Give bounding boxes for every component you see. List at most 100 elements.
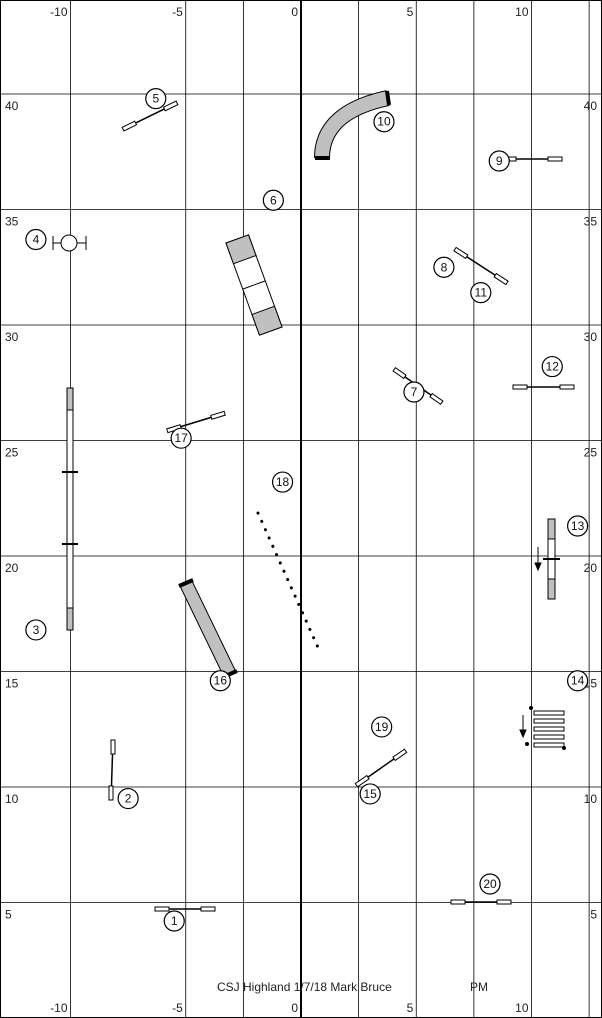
number-circle xyxy=(433,256,455,278)
jump-12 xyxy=(512,384,575,390)
a-frame-6 xyxy=(225,234,283,336)
y-tick-label-left: 10 xyxy=(5,792,19,806)
x-tick-label-bottom: 0 xyxy=(291,1001,298,1015)
y-tick-label-left: 15 xyxy=(5,677,19,691)
jump-20 xyxy=(450,899,512,905)
obstacle-number-9: 9 xyxy=(488,150,510,172)
x-tick-label-bottom: 5 xyxy=(407,1001,414,1015)
footer-class: PM xyxy=(470,980,488,994)
number-circle xyxy=(403,381,425,403)
obstacle-number-19: 19 xyxy=(371,716,393,738)
number-circle xyxy=(271,471,294,493)
number-circle xyxy=(170,427,192,449)
footer-title: CSJ Highland 1/7/18 Mark Bruce xyxy=(217,980,392,994)
obstacle-number-16: 16 xyxy=(209,670,231,692)
number-label: 11 xyxy=(475,286,488,300)
y-tick-label-left: 5 xyxy=(5,908,12,922)
number-label: 9 xyxy=(496,154,503,168)
y-tick-label-right: 10 xyxy=(584,792,598,806)
y-tick-label-right: 40 xyxy=(584,99,598,113)
y-tick-label-right: 5 xyxy=(590,908,597,922)
y-tick-label-left: 20 xyxy=(5,561,19,575)
number-circle xyxy=(25,228,47,251)
y-tick-label-right: 25 xyxy=(584,446,598,460)
number-label: 14 xyxy=(571,674,585,688)
y-tick-label-left: 30 xyxy=(5,330,19,344)
number-label: 19 xyxy=(375,720,389,734)
x-tick-label-top: 10 xyxy=(515,5,529,19)
number-label: 4 xyxy=(33,233,40,247)
number-label: 13 xyxy=(571,519,585,533)
jump-17 xyxy=(166,410,226,434)
seesaw-13 xyxy=(534,518,560,600)
obstacle-number-17: 17 xyxy=(170,427,192,449)
y-tick-label-left: 40 xyxy=(5,99,19,113)
obstacle-number-14: 14 xyxy=(566,670,589,692)
number-label: 2 xyxy=(125,792,132,806)
obstacle-number-10: 10 xyxy=(373,111,395,133)
number-label: 7 xyxy=(411,385,418,399)
number-label: 17 xyxy=(174,431,188,445)
obstacle-number-13: 13 xyxy=(566,515,589,537)
obstacle-number-20: 20 xyxy=(479,873,501,895)
jump-15-19 xyxy=(354,748,408,788)
number-label: 5 xyxy=(152,92,159,106)
number-label: 16 xyxy=(214,674,228,688)
jump-8-11 xyxy=(453,246,509,286)
number-label: 20 xyxy=(483,877,497,891)
number-circle xyxy=(373,111,395,133)
obstacle-number-8: 8 xyxy=(433,256,455,278)
obstacle-number-18: 18 xyxy=(271,471,294,493)
number-circle xyxy=(145,88,167,110)
number-circle xyxy=(359,783,381,805)
number-circle xyxy=(25,619,47,641)
number-label: 10 xyxy=(377,115,391,129)
obstacle-number-2: 2 xyxy=(117,787,139,810)
x-tick-label-top: 5 xyxy=(407,5,414,19)
jump-1 xyxy=(154,906,216,912)
number-label: 18 xyxy=(276,475,290,489)
tire-4 xyxy=(52,234,87,252)
jump-5 xyxy=(121,100,179,132)
y-tick-label-left: 25 xyxy=(5,446,19,460)
number-circle xyxy=(163,910,185,932)
number-circle xyxy=(541,355,563,378)
x-tick-label-top: -5 xyxy=(172,5,183,19)
number-circle xyxy=(371,716,393,738)
jump-2 xyxy=(108,739,116,801)
y-tick-label-right: 20 xyxy=(584,561,598,575)
x-tick-label-bottom: -5 xyxy=(172,1001,183,1015)
number-circle xyxy=(117,787,139,810)
obstacle-number-15: 15 xyxy=(359,783,381,805)
obstacle-number-11: 11 xyxy=(470,282,492,304)
number-circle xyxy=(470,282,492,304)
x-tick-label-top: -10 xyxy=(50,5,68,19)
number-circle xyxy=(262,189,284,211)
number-circle xyxy=(566,670,589,692)
x-tick-label-bottom: -10 xyxy=(50,1001,68,1015)
number-label: 12 xyxy=(546,360,560,374)
number-label: 3 xyxy=(33,623,40,637)
number-label: 15 xyxy=(363,787,377,801)
number-label: 8 xyxy=(441,260,448,274)
obstacle-number-7: 7 xyxy=(403,381,425,403)
number-label: 1 xyxy=(171,914,178,928)
obstacle-14 xyxy=(519,706,566,750)
number-circle xyxy=(209,670,231,692)
x-tick-label-bottom: 10 xyxy=(515,1001,529,1015)
number-circle xyxy=(488,150,510,172)
obstacle-number-5: 5 xyxy=(145,88,167,110)
obstacle-number-1: 1 xyxy=(163,910,185,932)
obstacle-number-4: 4 xyxy=(25,228,47,251)
obstacle-18-dotted-line xyxy=(256,511,322,654)
number-circle xyxy=(479,873,501,895)
number-circle xyxy=(566,515,589,537)
tunnel-10 xyxy=(314,90,391,160)
obstacle-number-6: 6 xyxy=(262,189,284,211)
y-tick-label-right: 35 xyxy=(584,215,598,229)
obstacle-number-3: 3 xyxy=(25,619,47,641)
